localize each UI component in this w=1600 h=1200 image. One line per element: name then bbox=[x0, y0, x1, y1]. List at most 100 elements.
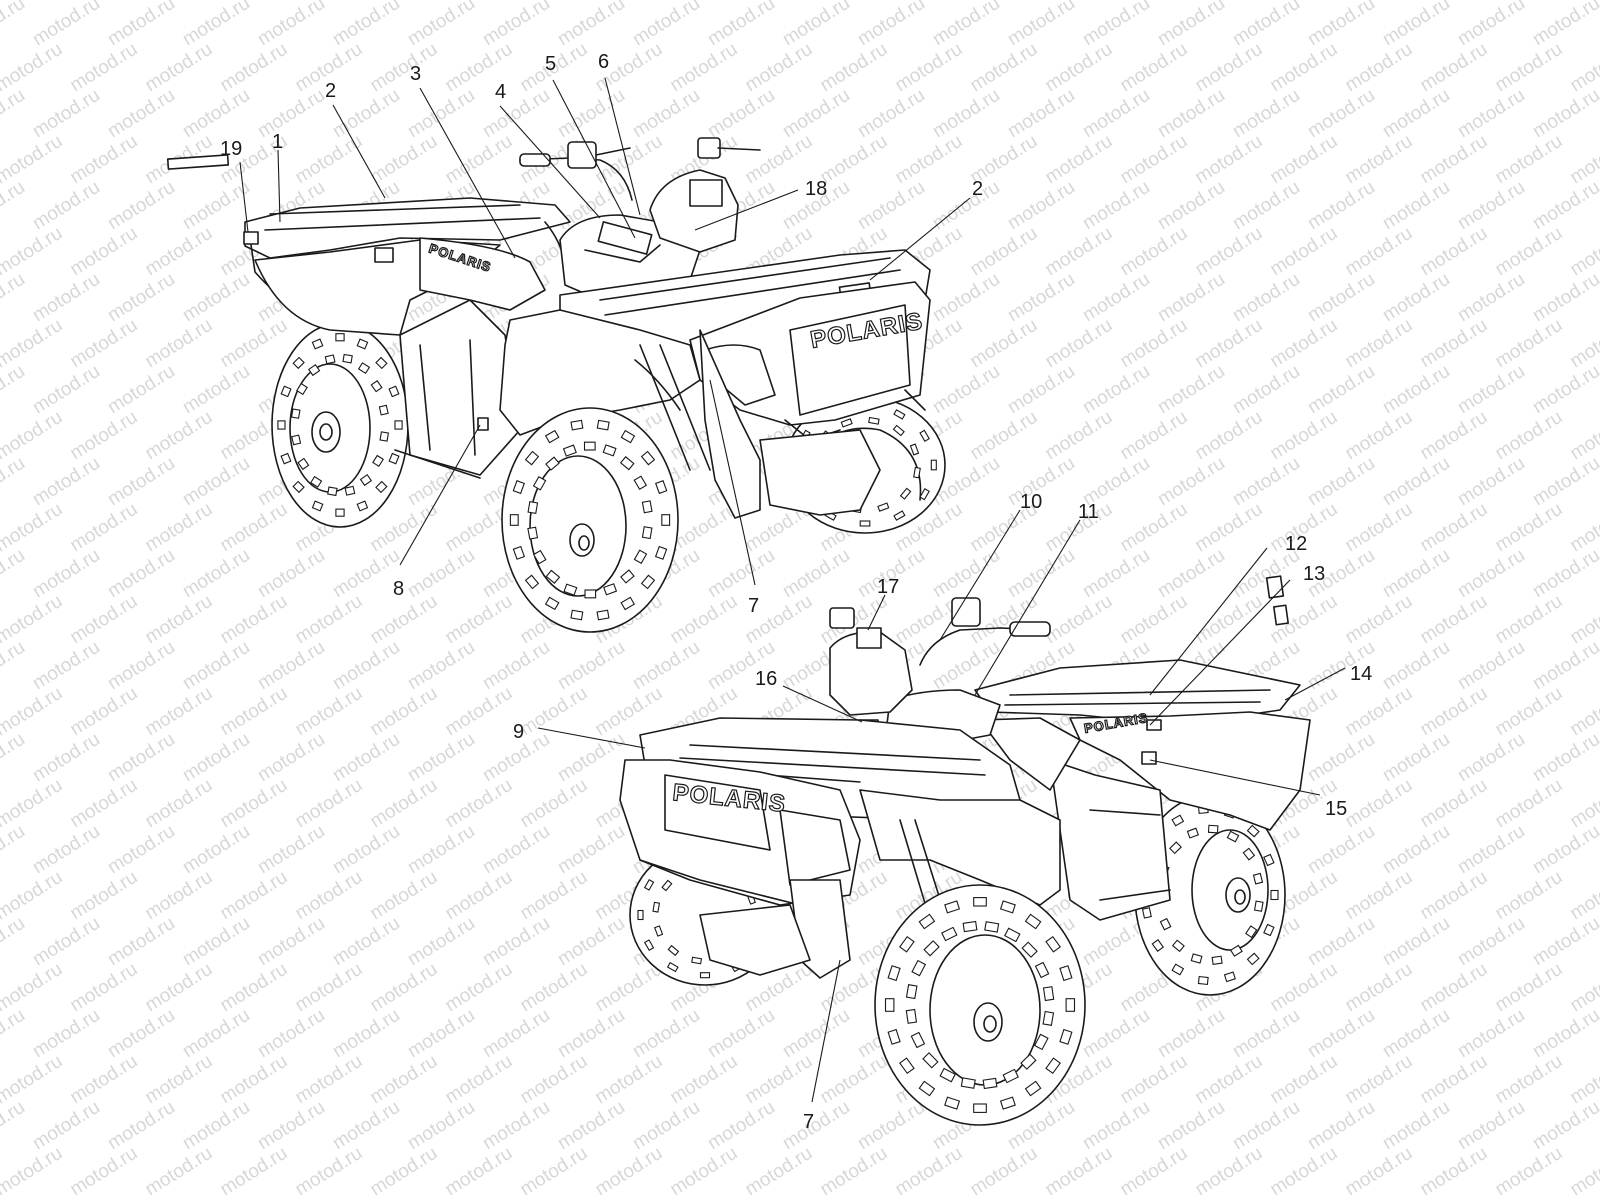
watermark-text: motod.ru bbox=[179, 85, 254, 143]
watermark-text: motod.ru bbox=[1117, 315, 1192, 373]
watermark-text: motod.ru bbox=[1492, 1143, 1567, 1200]
watermark-text: motod.ru bbox=[1454, 1097, 1529, 1155]
watermark-text: motod.ru bbox=[1492, 775, 1567, 833]
tire-tread-block bbox=[291, 434, 302, 446]
tire-tread-block bbox=[375, 480, 388, 494]
watermark-text: motod.ru bbox=[1454, 269, 1529, 327]
watermark-text: motod.ru bbox=[217, 499, 292, 557]
watermark-text: motod.ru bbox=[1079, 545, 1154, 603]
watermark-text: motod.ru bbox=[0, 821, 29, 879]
watermark-text: motod.ru bbox=[1304, 1005, 1379, 1063]
tire-tread-block bbox=[527, 500, 539, 515]
watermark-text: motod.ru bbox=[1004, 269, 1079, 327]
watermark-text: motod.ru bbox=[0, 545, 29, 603]
rear-left-wheel bbox=[271, 322, 409, 528]
watermark-text: motod.ru bbox=[104, 453, 179, 511]
watermark-text: motod.ru bbox=[29, 545, 104, 603]
watermark-text: motod.ru bbox=[29, 85, 104, 143]
watermark-text: motod.ru bbox=[142, 39, 217, 97]
callout-3: 3 bbox=[410, 63, 421, 85]
handlebar-pod bbox=[519, 137, 761, 253]
watermark-text: motod.ru bbox=[292, 867, 367, 925]
tire-tread-block bbox=[1059, 1028, 1073, 1045]
watermark-text: motod.ru bbox=[742, 1051, 817, 1109]
front-right-assembly bbox=[699, 789, 1061, 979]
tire-tread-block bbox=[1024, 913, 1042, 930]
tire-tread-block bbox=[378, 404, 389, 416]
tire-tread-block bbox=[910, 1031, 926, 1049]
watermark-text: motod.ru bbox=[1417, 1051, 1492, 1109]
rear-fender-rack-b: POLARIS bbox=[974, 575, 1311, 831]
watermark-text: motod.ru bbox=[0, 315, 66, 373]
side-body: POLARIS bbox=[394, 221, 566, 479]
tire-tread-block bbox=[699, 972, 711, 979]
watermark-text: motod.ru bbox=[779, 85, 854, 143]
watermark-text: motod.ru bbox=[67, 407, 142, 465]
tire-tread-block bbox=[973, 897, 987, 907]
watermark-text: motod.ru bbox=[1529, 729, 1600, 787]
watermark-text: motod.ru bbox=[29, 729, 104, 787]
callout-8: 8 bbox=[393, 578, 404, 600]
watermark-text: motod.ru bbox=[592, 131, 667, 189]
watermark-text: motod.ru bbox=[817, 39, 892, 97]
watermark-text: motod.ru bbox=[142, 959, 217, 1017]
callout-12: 12 bbox=[1285, 533, 1307, 555]
watermark-text: motod.ru bbox=[404, 729, 479, 787]
tire-tread-block bbox=[893, 409, 906, 420]
tire-tread-block bbox=[344, 485, 356, 496]
watermark-text: motod.ru bbox=[1042, 39, 1117, 97]
watermark-text: motod.ru bbox=[929, 0, 1004, 50]
tire-tread-block bbox=[640, 450, 656, 466]
watermark-text: motod.ru bbox=[1079, 0, 1154, 50]
tire-tread-block bbox=[640, 574, 656, 590]
watermark-text: motod.ru bbox=[1454, 177, 1529, 235]
watermark-text: motod.ru bbox=[1154, 1097, 1229, 1155]
tire-tread-block bbox=[327, 486, 338, 497]
callout-5: 5 bbox=[545, 53, 556, 75]
watermark-text: motod.ru bbox=[1154, 177, 1229, 235]
tire-tread-block bbox=[913, 466, 921, 479]
tire-tread-block bbox=[570, 609, 584, 621]
watermark-text: motod.ru bbox=[704, 1097, 779, 1155]
watermark-text: motod.ru bbox=[1117, 591, 1192, 649]
watermark-text: motod.ru bbox=[1492, 1051, 1567, 1109]
tire-tread-block bbox=[1042, 986, 1055, 1002]
watermark-text: motod.ru bbox=[1004, 545, 1079, 603]
tire-tread-block bbox=[512, 545, 526, 560]
watermark-text: motod.ru bbox=[1004, 361, 1079, 419]
watermark-text: motod.ru bbox=[254, 1097, 329, 1155]
watermark-text: motod.ru bbox=[67, 591, 142, 649]
watermark-text: motod.ru bbox=[442, 867, 517, 925]
watermark-text: motod.ru bbox=[1492, 591, 1567, 649]
tire-tread-block bbox=[1190, 953, 1203, 964]
watermark-text: motod.ru bbox=[1304, 361, 1379, 419]
tire-tread-block bbox=[652, 901, 661, 913]
tire-tread-block bbox=[892, 424, 905, 437]
watermark-text: motod.ru bbox=[254, 729, 329, 787]
watermark-text: motod.ru bbox=[1567, 775, 1600, 833]
watermark-text: motod.ru bbox=[1192, 499, 1267, 557]
watermark-text: motod.ru bbox=[742, 1143, 817, 1200]
callout-labels: 19 1 2 3 4 5 6 18 2 8 7 10 11 12 13 17 1… bbox=[220, 51, 1372, 1133]
watermark-text: motod.ru bbox=[217, 315, 292, 373]
tire-tread-block bbox=[887, 965, 901, 982]
watermark-text: motod.ru bbox=[779, 1005, 854, 1063]
tire-tread-block bbox=[633, 549, 648, 565]
watermark-text: motod.ru bbox=[1154, 1005, 1229, 1063]
tire-tread-block bbox=[620, 596, 636, 611]
callout-1: 1 bbox=[272, 131, 283, 153]
tire-tread-block bbox=[372, 454, 384, 468]
watermark-text: motod.ru bbox=[1042, 315, 1117, 373]
watermark-text: motod.ru bbox=[1567, 959, 1600, 1017]
watermark-text: motod.ru bbox=[442, 1051, 517, 1109]
watermark-text: motod.ru bbox=[142, 1051, 217, 1109]
tire-tread-block bbox=[1171, 963, 1185, 976]
watermark-text: motod.ru bbox=[517, 1051, 592, 1109]
tire-tread-block bbox=[962, 920, 978, 933]
tire-tread-block bbox=[532, 476, 547, 491]
watermark-text: motod.ru bbox=[442, 1143, 517, 1200]
watermark-text: motod.ru bbox=[217, 867, 292, 925]
tire-tread-block bbox=[583, 441, 596, 451]
watermark-text: motod.ru bbox=[667, 1051, 742, 1109]
watermark-text: motod.ru bbox=[1379, 269, 1454, 327]
